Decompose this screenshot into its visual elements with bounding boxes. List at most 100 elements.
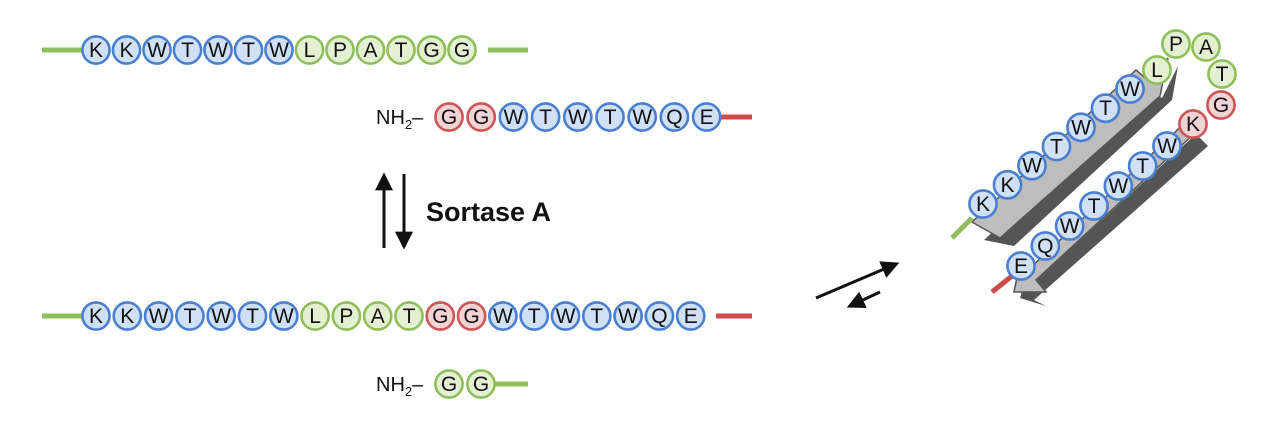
residue-circle <box>81 301 111 331</box>
residue-letter: W <box>147 39 167 62</box>
residue-letter: P <box>339 305 353 328</box>
hairpin-strand_one-residue: T <box>1090 93 1121 124</box>
residue-letter: K <box>89 305 103 328</box>
residue-circle <box>456 301 487 331</box>
residue-letter: K <box>89 39 103 62</box>
residue-letter: P <box>333 39 347 62</box>
nucleophile-residue: W <box>498 102 529 132</box>
residue-letter: L <box>309 305 321 328</box>
hairpin-strand_one-residue: W <box>1115 74 1145 104</box>
residue-letter: T <box>1136 155 1149 178</box>
product-residue: Q <box>644 301 675 331</box>
residue-circle <box>562 102 593 132</box>
residue-circle <box>416 35 447 65</box>
hairpin-strand_two-residue: W <box>1054 211 1085 241</box>
residue-circle <box>1054 211 1085 241</box>
hairpin-turn-residue: G <box>1206 90 1236 120</box>
substrate-residue: P <box>325 35 355 65</box>
residue-circle <box>498 102 529 132</box>
residue-circle <box>434 102 464 132</box>
residue-circle <box>992 169 1023 200</box>
residue-circle <box>1079 191 1109 221</box>
residue-letter: L <box>1151 59 1163 82</box>
residue-letter: A <box>371 305 385 328</box>
residue-circle <box>675 301 706 331</box>
product-residue: W <box>487 301 518 331</box>
residue-circle <box>466 102 497 132</box>
substrate-residue: T <box>233 35 264 65</box>
residue-circle <box>112 301 143 331</box>
residue-circle <box>447 35 477 65</box>
residue-circle <box>142 35 172 65</box>
residue-letter: E <box>700 106 714 129</box>
residue-letter: W <box>503 106 523 129</box>
residue-letter: W <box>493 305 513 328</box>
residue-circle <box>264 35 294 65</box>
residue-letter: T <box>539 106 552 129</box>
residue-circle <box>434 369 464 399</box>
residue-letter: T <box>1088 195 1101 218</box>
residue-circle <box>1142 55 1172 85</box>
hairpin-c-terminal-tail <box>990 274 1014 294</box>
residue-letter: Q <box>666 106 682 129</box>
hairpin-n-terminal-tail <box>950 216 974 240</box>
residue-letter: E <box>1014 255 1028 278</box>
substrate-residue: T <box>172 35 203 65</box>
residue-letter: G <box>454 39 470 62</box>
product-residue: K <box>81 301 111 331</box>
residue-circle <box>81 35 111 65</box>
residue-letter: G <box>473 106 489 129</box>
residue-circle <box>294 35 325 65</box>
nucleophile-residue: T <box>530 102 561 132</box>
residue-letter: T <box>604 106 617 129</box>
residue-circle <box>203 35 233 65</box>
product-residue: T <box>394 301 424 331</box>
product-residue: W <box>206 301 237 331</box>
residue-letter: L <box>304 39 316 62</box>
residue-letter: G <box>441 373 457 396</box>
substrate-residue: L <box>294 35 325 65</box>
residue-letter: W <box>1120 78 1140 101</box>
residue-letter: W <box>556 305 576 328</box>
residue-letter: T <box>403 305 416 328</box>
residue-circle <box>1152 131 1182 161</box>
residue-circle <box>1066 112 1096 143</box>
residue-circle <box>386 35 416 65</box>
residue-letter: K <box>1000 174 1014 197</box>
hairpin-strand_two-residue: Q <box>1030 231 1061 261</box>
residue-letter: E <box>684 305 698 328</box>
enzyme-label: Sortase A <box>426 197 551 227</box>
residue-circle <box>143 301 174 331</box>
residue-circle <box>237 301 268 331</box>
product-residue: L <box>300 301 331 331</box>
nucleophile-residue: W <box>627 102 658 132</box>
residue-letter: T <box>1050 136 1063 159</box>
residue-circle <box>206 301 237 331</box>
product-residue: W <box>143 301 174 331</box>
substrate-residue: K <box>111 35 142 65</box>
residue-circle <box>659 102 690 132</box>
residue-letter: T <box>246 305 259 328</box>
substrate-residue: A <box>355 35 386 65</box>
residue-circle <box>595 102 625 132</box>
residue-circle <box>968 189 998 219</box>
residue-letter: Q <box>651 305 667 328</box>
residue-circle <box>425 301 456 331</box>
residue-circle <box>1090 93 1121 124</box>
residue-circle <box>111 35 142 65</box>
residue-letter: K <box>120 305 134 328</box>
residue-letter: G <box>423 39 439 62</box>
residue-letter: T <box>528 305 541 328</box>
residue-circle <box>233 35 264 65</box>
substrate-residue: W <box>203 35 233 65</box>
residue-letter: Q <box>1037 235 1053 258</box>
residue-letter: T <box>1216 63 1229 86</box>
residue-circle <box>1191 32 1221 62</box>
residue-letter: W <box>274 305 294 328</box>
folding-reverse-arrow <box>846 290 881 309</box>
